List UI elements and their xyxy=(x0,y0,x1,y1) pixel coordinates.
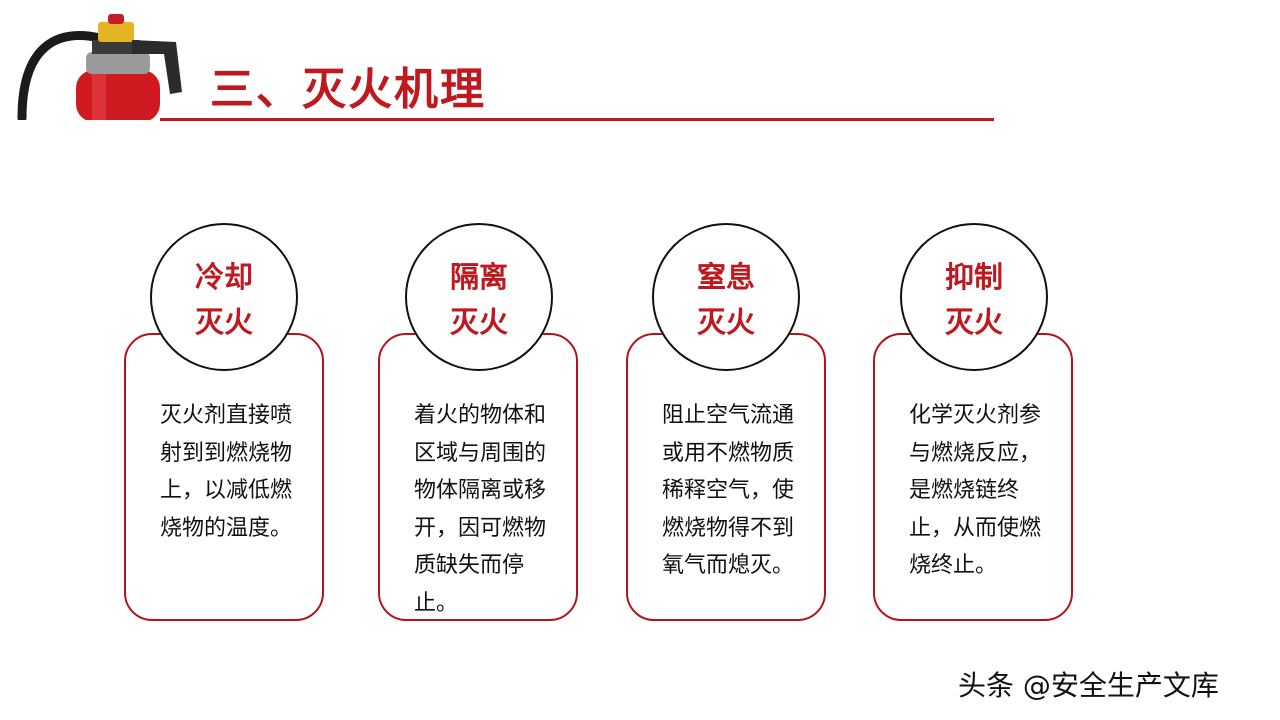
title-divider xyxy=(160,118,994,121)
watermark-text: 头条 @安全生产文库 xyxy=(958,669,1219,702)
card-title: 抑制 灭火 xyxy=(944,260,1003,339)
slide-title: 三、灭火机理 xyxy=(210,64,486,115)
card-title: 隔离 灭火 xyxy=(449,260,508,339)
card-description: 灭火剂直接喷射到到燃烧物上，以减低燃烧物的温度。 xyxy=(160,403,293,541)
card-description: 化学灭火剂参与燃烧反应，是燃烧链终止，从而使燃烧终止。 xyxy=(909,403,1042,578)
card-description: 着火的物体和区域与周围的物体隔离或移开，因可燃物质缺失而停止。 xyxy=(414,403,547,616)
card-title: 窒息 灭火 xyxy=(696,260,755,339)
circle-badge-suffocation: 窒息 灭火 xyxy=(652,223,800,371)
circle-badge-cooling: 冷却 灭火 xyxy=(150,223,298,371)
card-cooling: 灭火剂直接喷射到到燃烧物上，以减低燃烧物的温度。 xyxy=(124,333,324,621)
card-isolation: 着火的物体和区域与周围的物体隔离或移开，因可燃物质缺失而停止。 xyxy=(378,333,578,621)
card-title: 冷却 灭火 xyxy=(194,260,253,339)
card-suffocation: 阻止空气流通或用不燃物质稀释空气，使燃烧物得不到氧气而熄灭。 xyxy=(626,333,826,621)
circle-badge-isolation: 隔离 灭火 xyxy=(405,223,553,371)
fire-extinguisher-icon xyxy=(17,14,182,120)
card-description: 阻止空气流通或用不燃物质稀释空气，使燃烧物得不到氧气而熄灭。 xyxy=(662,403,795,578)
card-inhibition: 化学灭火剂参与燃烧反应，是燃烧链终止，从而使燃烧终止。 xyxy=(873,333,1073,621)
circle-badge-inhibition: 抑制 灭火 xyxy=(900,223,1048,371)
